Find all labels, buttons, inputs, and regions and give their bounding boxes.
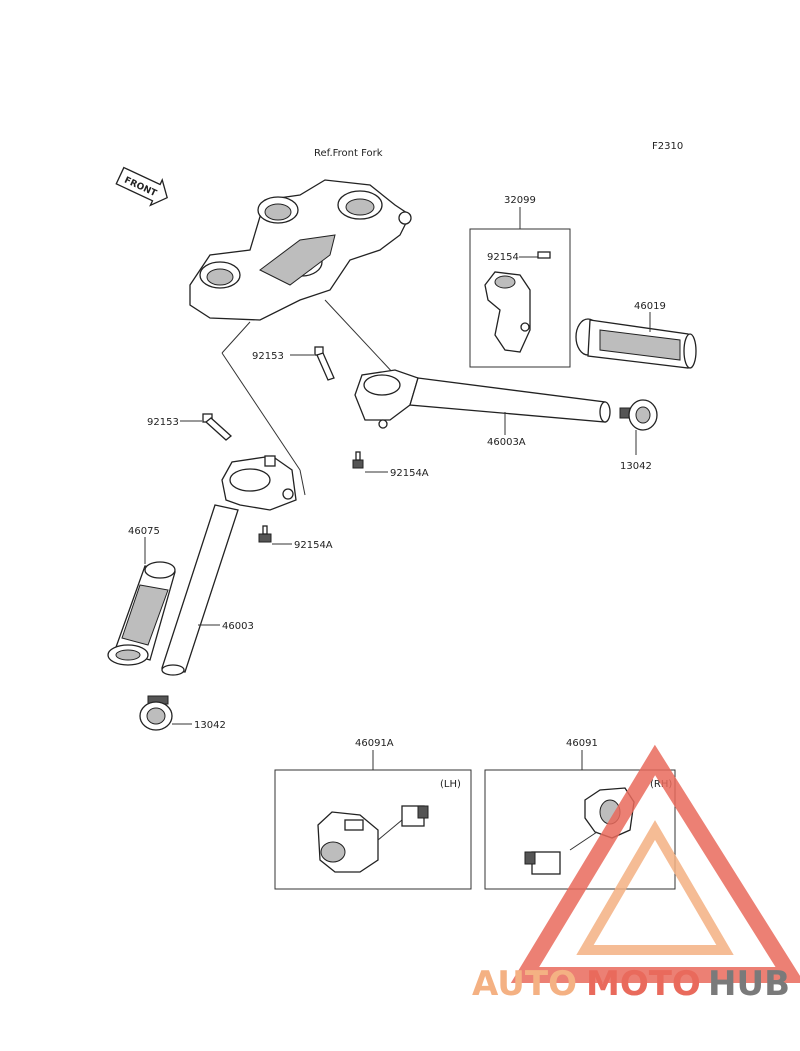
label-32099: 32099 — [504, 195, 536, 206]
label-92153-left: 92153 — [147, 417, 179, 428]
left-switch-housing — [317, 805, 429, 873]
watermark-moto: MOTO — [586, 964, 701, 1004]
switch-box-lh — [274, 769, 472, 890]
bolt-92154A-right — [352, 451, 364, 469]
figure-code: F2310 — [652, 141, 683, 152]
label-46003: 46003 — [222, 621, 254, 632]
left-handlebar-clamp — [221, 455, 297, 511]
ref-front-fork-label: Ref.Front Fork — [314, 148, 383, 159]
label-13042-left: 13042 — [194, 720, 226, 731]
throttle-housing — [484, 251, 551, 353]
watermark-auto: AUTO — [472, 964, 577, 1004]
upper-triple-clamp — [189, 179, 412, 321]
front-arrow-icon: FRONT — [115, 166, 168, 207]
watermark-triangle-icon — [510, 744, 800, 983]
label-92154A-left: 92154A — [294, 540, 333, 551]
label-92153-right: 92153 — [252, 351, 284, 362]
left-bar-46003 — [161, 504, 239, 676]
right-handlebar — [354, 369, 611, 429]
bar-end-13042-right — [619, 399, 658, 431]
right-grip-46019 — [575, 318, 697, 369]
label-46019: 46019 — [634, 301, 666, 312]
bolt-92153-right — [314, 346, 335, 381]
left-grip-46075 — [107, 561, 176, 666]
label-13042-right: 13042 — [620, 461, 652, 472]
label-92154-top: 92154 — [487, 252, 519, 263]
throttle-box — [469, 228, 571, 368]
label-46091A: 46091A — [355, 738, 394, 749]
label-46075: 46075 — [128, 526, 160, 537]
bar-end-13042-left — [139, 695, 173, 731]
label-46003A: 46003A — [487, 437, 526, 448]
watermark-hub: HUB — [708, 964, 790, 1004]
side-lh-label: (LH) — [440, 779, 461, 790]
label-92154A-right: 92154A — [390, 468, 429, 479]
label-46091: 46091 — [566, 738, 598, 749]
bolt-92153-left — [202, 413, 233, 441]
bolt-92154A-left — [258, 525, 272, 543]
